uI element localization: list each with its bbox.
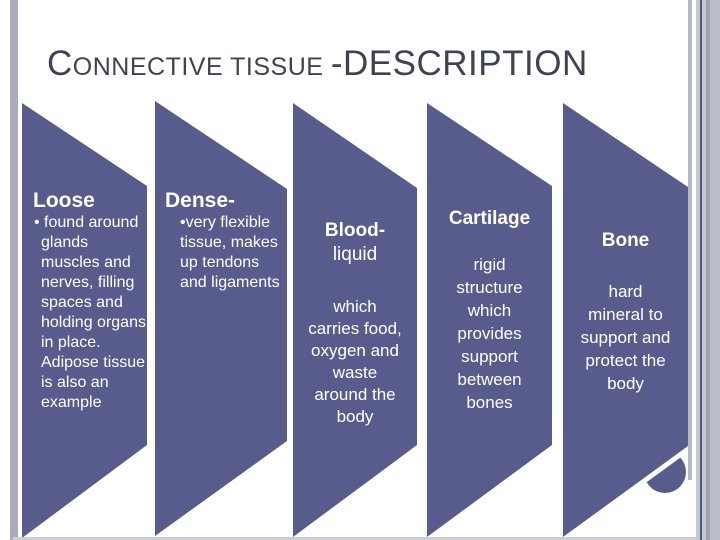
text-line: tissue, makes (180, 234, 278, 251)
right-edge-bar-thin (688, 0, 692, 480)
text-line: body (336, 407, 374, 426)
text-line: up tendons (180, 254, 260, 271)
text-line: and ligaments (180, 274, 280, 291)
right-edge-bar-light-1 (696, 0, 700, 540)
panel-cartilage-heading: Cartilage (448, 208, 531, 229)
slide-title: CONNECTIVE TISSUE -DESCRIPTION (47, 46, 588, 81)
text-line: spaces and (41, 294, 123, 311)
text-line: provides (457, 324, 522, 343)
text-line: bones (466, 393, 513, 412)
text-line: between (457, 370, 522, 389)
text-line: is also an (41, 374, 109, 391)
right-edge-bar-medium (706, 0, 710, 540)
text-line: hard (608, 282, 643, 301)
panel-blood-body-text: which carries food, oxygen and waste around … (293, 296, 417, 428)
text-line: carries food, (308, 319, 402, 338)
panel-dense-bullet-text: •very flexible tissue, makes up tendons and… (155, 213, 287, 293)
text-line: support (461, 347, 518, 366)
text-line: body (607, 374, 644, 393)
panel-loose-heading: Loose (33, 189, 95, 212)
text-line: which (333, 297, 377, 316)
panel-cartilage-body-text: rigid structure which provides support betwee… (427, 253, 552, 414)
panel-bone-heading: Bone (601, 230, 650, 251)
text-line: protect the (585, 351, 666, 370)
panel-blood: Blood- liquid which carries food, oxygen a… (293, 103, 417, 537)
text-line: muscles and (41, 254, 131, 271)
text-line: example (41, 394, 102, 411)
text-line: •very flexible (180, 214, 271, 231)
title-small-caps: ONNECTIVE TISSUE (72, 53, 331, 81)
text-line: structure (456, 278, 523, 297)
text-line: rigid (473, 255, 506, 274)
text-line: Adipose tissue (41, 354, 146, 371)
right-edge-bar-dark-line (700, 0, 702, 540)
panel-loose: Loose • found around glands muscles and ner… (22, 103, 147, 538)
text-line: holding organs (41, 314, 146, 331)
panel-loose-bullet-text: • found around glands muscles and nerves, f… (22, 213, 147, 413)
right-edge-bar-wide (710, 0, 720, 540)
title-initial-cap: C (47, 44, 73, 83)
text-line: in place. (41, 334, 101, 351)
text-line: nerves, filling (41, 274, 135, 291)
text-line: glands (41, 234, 89, 251)
panel-cartilage: Cartilage rigid structure which provides sup… (427, 103, 552, 537)
text-line: which (467, 301, 512, 320)
panel-bone-body-text: hard mineral to support and protect the body (563, 280, 688, 395)
panel-dense: Dense- •very flexible tissue, makes up ten… (155, 101, 287, 536)
title-emphasis: -DESCRIPTION (330, 44, 588, 83)
bottom-edge-line (13, 537, 696, 540)
panel-blood-subheading: liquid (332, 244, 378, 265)
right-edge-bar-light-2 (702, 0, 706, 540)
panel-blood-heading: Blood- (324, 220, 386, 241)
panel-dense-heading: Dense- (165, 189, 236, 212)
panel-bone: Bone hard mineral to support and protect th… (563, 103, 688, 537)
text-line: around the (314, 385, 396, 404)
text-line: support and (580, 328, 671, 347)
text-line: waste (332, 363, 378, 382)
left-edge-bar (10, 0, 18, 540)
text-line: oxygen and (311, 341, 399, 360)
text-line: mineral to (588, 305, 663, 324)
text-line: • found around (34, 214, 139, 231)
